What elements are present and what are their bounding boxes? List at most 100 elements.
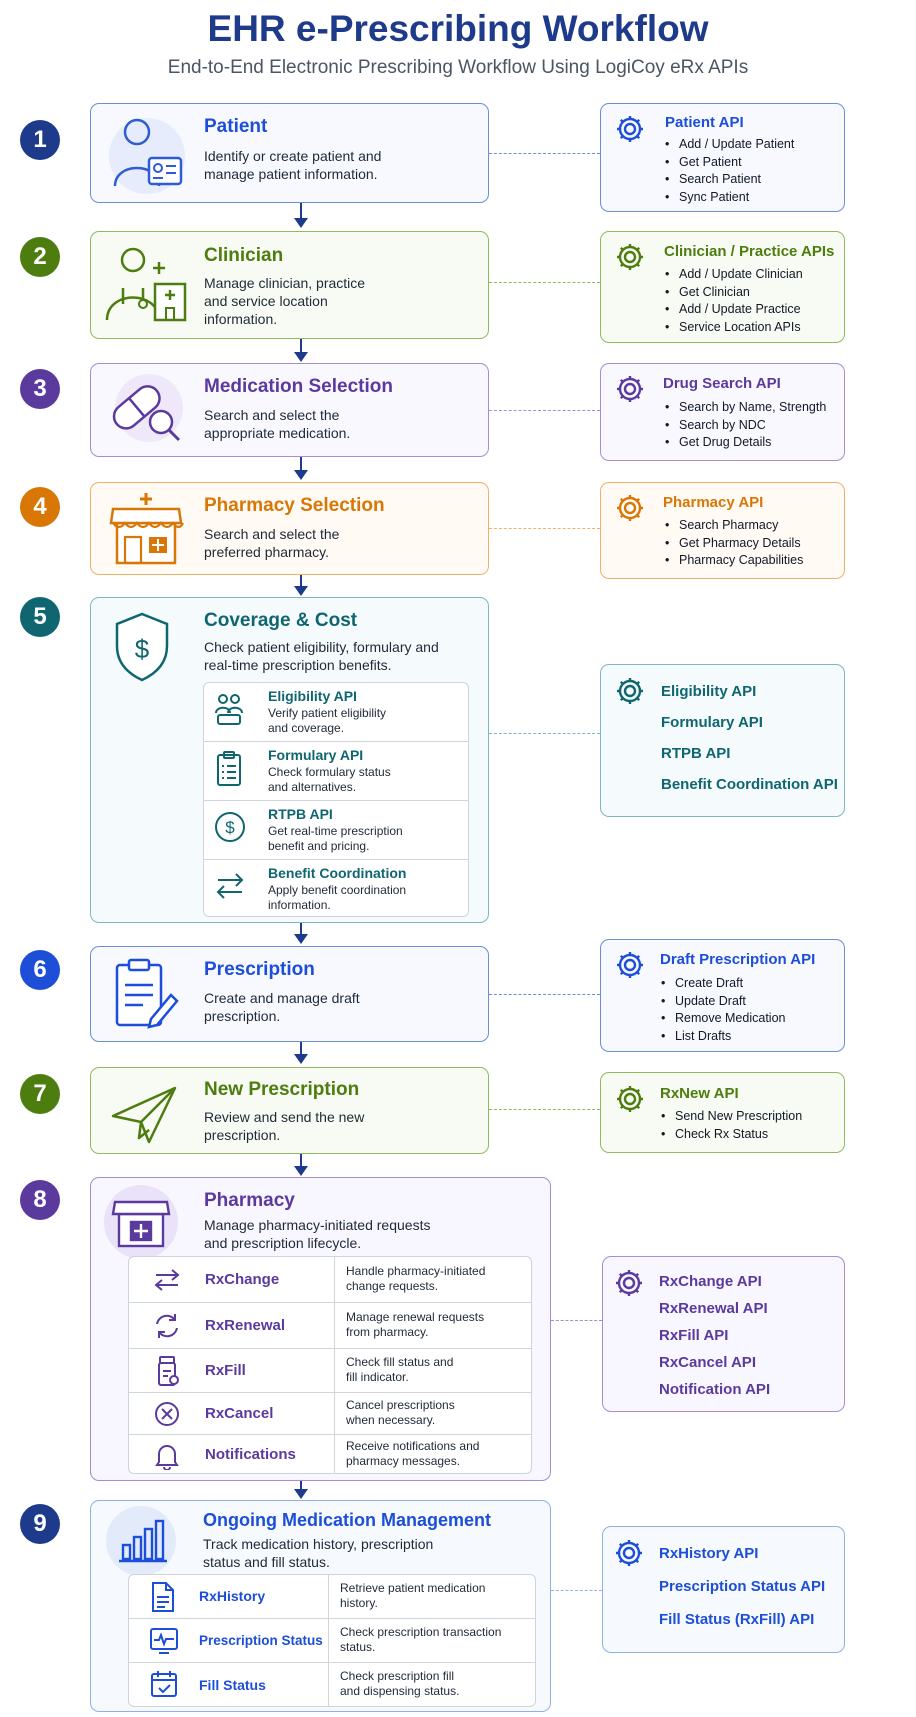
- flow-connector: [300, 339, 302, 355]
- coverage-sub-table: Eligibility API Verify patient eligibili…: [203, 682, 469, 917]
- gear-icon: [613, 1267, 645, 1304]
- step-1-title: Patient: [204, 116, 268, 137]
- api-name: RxChange API: [659, 1273, 762, 1290]
- step-number-2: 2: [20, 237, 60, 277]
- list-item: Create Draft: [657, 975, 785, 993]
- step-6-api-card: Draft Prescription API Create Draft Upda…: [600, 939, 845, 1052]
- api-name: RxHistory API: [659, 1545, 759, 1562]
- flow-arrow: [294, 1166, 308, 1176]
- step-5-api-card: Eligibility API Formulary API RTPB API B…: [600, 664, 845, 817]
- step-8-title: Pharmacy: [204, 1190, 295, 1211]
- flow-connector: [300, 575, 302, 587]
- step-6-title: Prescription: [204, 959, 315, 980]
- list-item: Search Patient: [661, 171, 794, 189]
- list-item: Get Patient: [661, 154, 794, 172]
- list-item: Remove Medication: [657, 1010, 785, 1028]
- gear-icon: [614, 675, 646, 712]
- step-3-title: Medication Selection: [204, 376, 393, 397]
- step-7-title: New Prescription: [204, 1079, 360, 1100]
- api-name: Prescription Status API: [659, 1578, 826, 1595]
- step-2-api-title: Clinician / Practice APIs: [664, 243, 835, 260]
- api-connector: [489, 733, 600, 734]
- flow-arrow: [294, 352, 308, 362]
- api-connector: [489, 994, 600, 995]
- api-name: RTPB API: [661, 745, 731, 762]
- list-item: Search by NDC: [661, 417, 826, 435]
- list-item: Search Pharmacy: [661, 517, 803, 535]
- step-5-card: $ Coverage & Cost Check patient eligibil…: [90, 597, 489, 923]
- svg-text:$: $: [135, 634, 150, 664]
- api-name: RxFill API: [659, 1327, 729, 1344]
- pill-search-icon: [101, 368, 191, 452]
- calendar-check-icon: [150, 1670, 178, 1703]
- flow-connector: [300, 1154, 302, 1167]
- step-3-card: Medication Selection Search and select t…: [90, 363, 489, 457]
- sub-title: RxCancel: [205, 1405, 274, 1422]
- column-divider: [334, 1257, 335, 1473]
- list-item: Sync Patient: [661, 189, 794, 207]
- shield-dollar-icon: $: [111, 610, 173, 682]
- api-connector: [489, 1109, 600, 1110]
- pharmacy-store-icon: [103, 489, 189, 569]
- gear-icon: [614, 113, 646, 150]
- svg-text:$: $: [225, 818, 235, 837]
- flow-connector: [300, 1481, 302, 1492]
- step-7-api-card: RxNew API Send New Prescription Check Rx…: [600, 1072, 845, 1153]
- flow-arrow: [294, 470, 308, 480]
- step-2-api-card: Clinician / Practice APIs Add / Update C…: [600, 231, 845, 343]
- step-4-api-list: Search Pharmacy Get Pharmacy Details Pha…: [661, 517, 803, 570]
- table-row: Benefit Coordination Apply benefit coord…: [204, 860, 468, 917]
- sub-title: RxChange: [205, 1271, 280, 1288]
- step-1-card: Patient Identify or create patient and m…: [90, 103, 489, 203]
- table-row: Prescription Status Check prescription t…: [129, 1619, 535, 1663]
- api-name: Eligibility API: [661, 683, 757, 700]
- step-1-api-list: Add / Update Patient Get Patient Search …: [661, 136, 794, 206]
- pharmacy-store-icon: [103, 1184, 179, 1260]
- step-number-6: 6: [20, 950, 60, 990]
- sub-title: Prescription Status: [199, 1633, 323, 1648]
- step-2-title: Clinician: [204, 245, 284, 266]
- list-item: Add / Update Practice: [661, 301, 803, 319]
- api-name: Notification API: [659, 1381, 771, 1398]
- clipboard-pen-icon: [111, 957, 181, 1033]
- list-item: Service Location APIs: [661, 319, 803, 337]
- column-divider: [328, 1575, 329, 1706]
- step-7-description: Review and send the new prescription.: [204, 1109, 365, 1143]
- api-connector: [489, 282, 600, 283]
- step-2-description: Manage clinician, practice and service l…: [204, 275, 366, 327]
- flow-connector: [300, 1042, 302, 1055]
- clinician-icon: [101, 240, 191, 332]
- list-item: List Drafts: [657, 1028, 785, 1046]
- clipboard-list-icon: [216, 750, 242, 793]
- exchange-arrows-icon: [214, 870, 246, 907]
- api-name: Formulary API: [661, 714, 763, 731]
- step-8-api-card: RxChange API RxRenewal API RxFill API Rx…: [602, 1256, 845, 1412]
- list-item: Update Draft: [657, 993, 785, 1011]
- dollar-circle-icon: $: [214, 811, 246, 848]
- people-icon: [214, 693, 244, 732]
- step-9-api-card: RxHistory API Prescription Status API Fi…: [602, 1526, 845, 1653]
- gear-icon: [614, 949, 646, 986]
- api-connector: [551, 1320, 602, 1321]
- api-name: RxRenewal API: [659, 1300, 768, 1317]
- flow-connector: [300, 923, 302, 935]
- cancel-circle-icon: [154, 1401, 180, 1432]
- step-number-7: 7: [20, 1074, 60, 1114]
- list-item: Get Clinician: [661, 284, 803, 302]
- api-name: RxCancel API: [659, 1354, 756, 1371]
- step-3-api-title: Drug Search API: [663, 375, 781, 392]
- sub-title: Benefit Coordination: [268, 865, 407, 881]
- gear-icon: [613, 1537, 645, 1574]
- api-name: Fill Status (RxFill) API: [659, 1611, 815, 1628]
- step-1-description: Identify or create patient and manage pa…: [204, 148, 382, 182]
